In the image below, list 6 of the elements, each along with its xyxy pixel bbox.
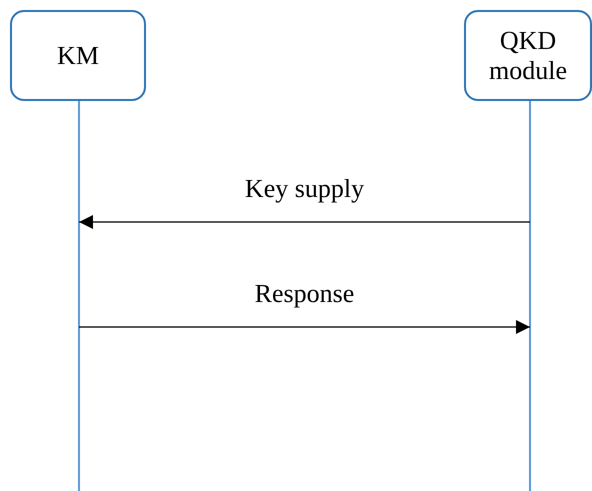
participant — [10, 10, 146, 491]
message-arrow — [79, 215, 530, 229]
participant — [464, 10, 592, 491]
message-arrow — [79, 320, 530, 334]
participant-label: QKD module — [488, 26, 568, 86]
participant-label: KM — [57, 40, 99, 70]
